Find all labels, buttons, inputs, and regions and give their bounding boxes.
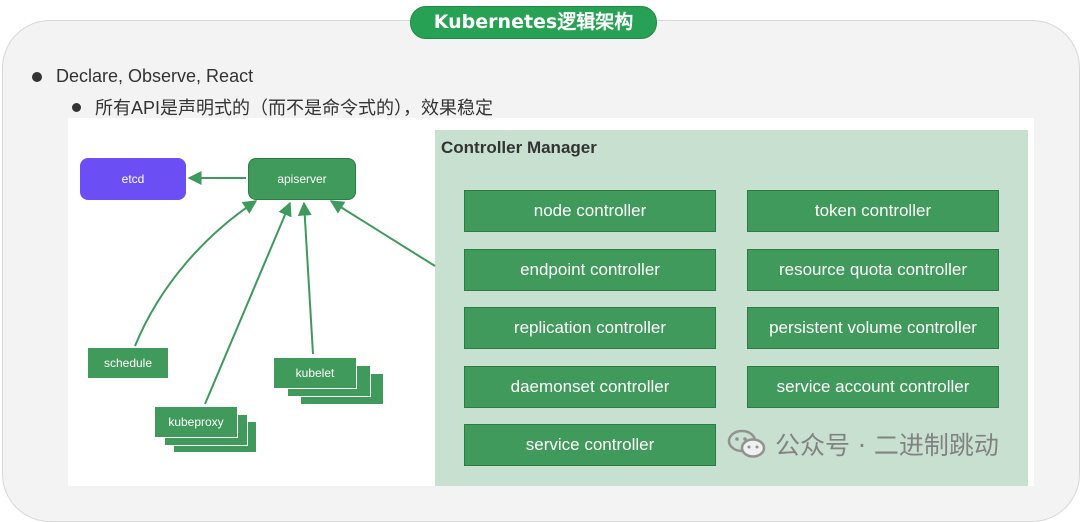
node-controller: node controller xyxy=(464,190,716,232)
service-controller: service controller xyxy=(464,424,716,466)
arrow-kubelet-to-apiserver xyxy=(297,201,314,355)
daemonset-controller: daemonset controller xyxy=(464,366,716,408)
apiserver-node: apiserver xyxy=(248,158,356,200)
arrow-controller-manager-to-apiserver xyxy=(329,200,436,267)
bullet-level1: Declare, Observe, React xyxy=(32,66,253,87)
resource-quota-controller: resource quota controller xyxy=(747,249,999,291)
page-title: Kubernetes逻辑架构 xyxy=(410,6,657,39)
kubelet-node: kubelet xyxy=(273,357,357,389)
arrow-schedule-to-apiserver xyxy=(134,200,258,347)
kubeproxy-node: kubeproxy xyxy=(154,406,238,438)
bullet-level2: 所有API是声明式的（而不是命令式的），效果稳定 xyxy=(72,94,493,120)
endpoint-controller: endpoint controller xyxy=(464,249,716,291)
bullet-level2-text: 所有API是声明式的（而不是命令式的），效果稳定 xyxy=(95,98,494,118)
replication-controller: replication controller xyxy=(464,307,716,349)
token-controller: token controller xyxy=(747,190,999,232)
watermark: 公众号 · 二进制跳动 xyxy=(727,426,999,462)
service-account-controller: service account controller xyxy=(747,366,999,408)
etcd-node: etcd xyxy=(80,158,186,200)
controller-manager-title: Controller Manager xyxy=(441,138,597,157)
connection-arrows xyxy=(134,171,436,405)
schedule-node: schedule xyxy=(87,347,169,379)
wechat-icon xyxy=(727,429,766,458)
bullet-dot-icon xyxy=(72,102,81,112)
bullet-dot-icon xyxy=(32,71,42,82)
persistent-volume-controller: persistent volume controller xyxy=(747,307,999,349)
watermark-text: 公众号 · 二进制跳动 xyxy=(775,431,999,460)
bullet-level1-text: Declare, Observe, React xyxy=(56,66,254,86)
arrow-kubeproxy-to-apiserver xyxy=(204,201,292,405)
